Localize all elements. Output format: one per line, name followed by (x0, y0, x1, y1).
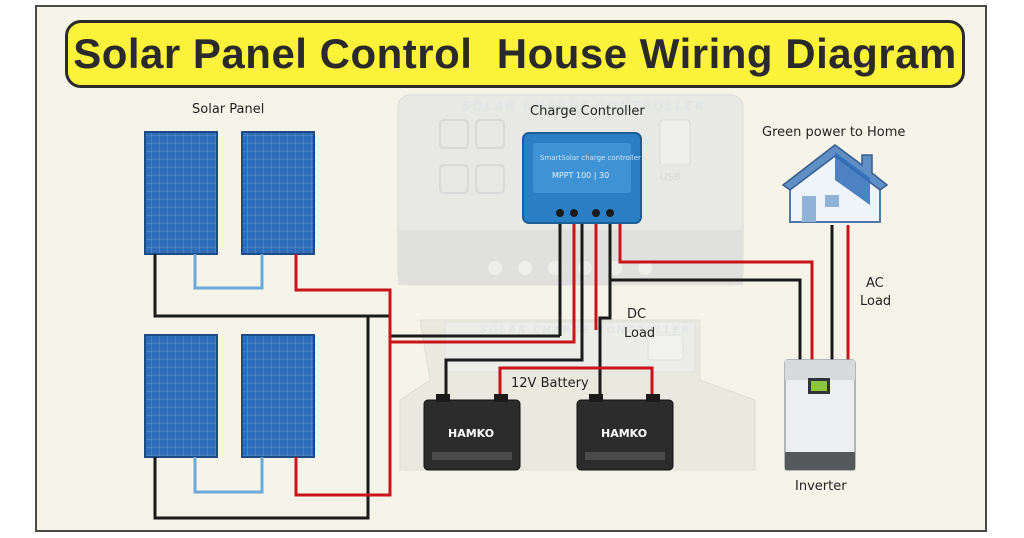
ac-load-label-line2: Load (860, 294, 891, 309)
controller-brand-text: SmartSolar charge controller (540, 154, 641, 162)
battery-2: HAMKO (576, 394, 674, 471)
solar-panel-3 (144, 334, 218, 458)
battery-1: HAMKO (423, 394, 521, 471)
black-wires (153, 222, 834, 520)
dc-load-label-line2: Load (624, 326, 655, 341)
battery-2-brand: HAMKO (601, 427, 647, 440)
battery-1-brand: HAMKO (448, 427, 494, 440)
ac-load-label-line1: AC (866, 276, 884, 291)
green-power-label: Green power to Home (762, 125, 905, 140)
watermark-text-bottom: SOLAR CHARGE CONTROLLER (480, 325, 691, 336)
solar-panel-1 (144, 131, 218, 255)
red-wires (294, 222, 850, 497)
solar-panel-2 (241, 131, 315, 255)
house-icon (781, 144, 889, 223)
solar-panel-4 (241, 334, 315, 458)
solar-panel-array (144, 131, 315, 458)
controller-model-text: MPPT 100 | 30 (552, 171, 609, 180)
charge-controller: SmartSolar charge controller MPPT 100 | … (522, 132, 642, 224)
inverter-label: Inverter (795, 479, 847, 494)
title-banner: Solar Panel Control House Wiring Diagram (65, 20, 965, 88)
dc-load-label-line1: DC (627, 307, 646, 322)
inverter (784, 359, 856, 471)
panel-series-wires (193, 254, 264, 494)
charge-controller-label: Charge Controller (530, 104, 645, 119)
watermark-text-top: SOLAR CHARGE CONTROLLER (462, 99, 706, 113)
diagram-title: Solar Panel Control House Wiring Diagram (73, 30, 957, 77)
solar-panel-label: Solar Panel (192, 102, 264, 117)
battery-label: 12V Battery (511, 376, 589, 391)
usb-watermark-text: USB (660, 172, 681, 183)
